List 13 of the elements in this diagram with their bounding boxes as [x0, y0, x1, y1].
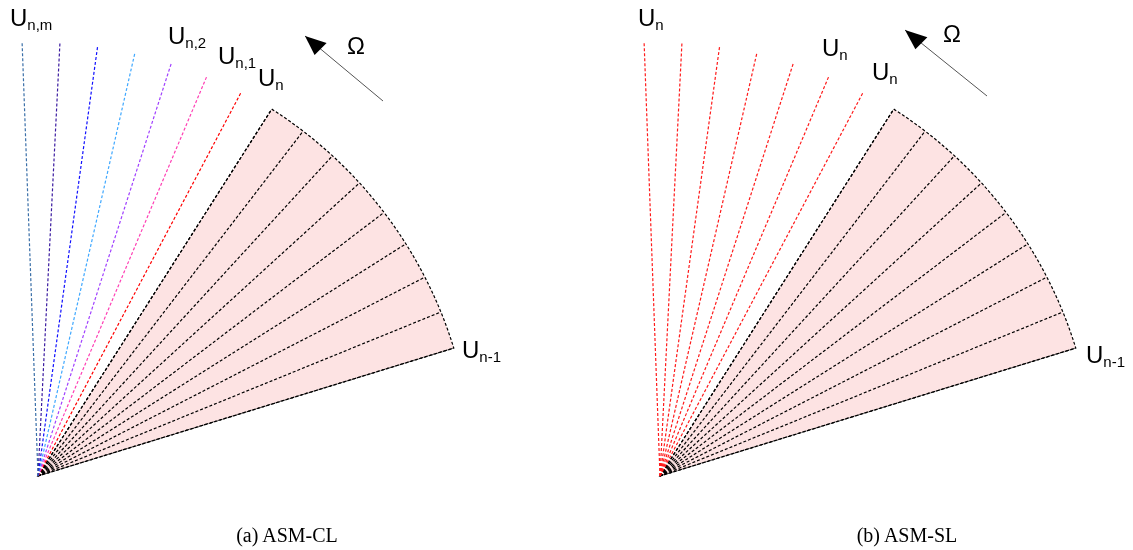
line-label: U$_{n}$	[822, 36, 848, 60]
line-label: U$_{n,2}$	[168, 24, 207, 48]
subfigure-caption: (b) ASM-SL	[855, 523, 959, 549]
line-label: Ω	[347, 34, 365, 58]
line-label: U$_{n-1}$	[1086, 343, 1126, 367]
subfigure-caption: (a) ASM-CL	[235, 523, 339, 549]
line-label: U$_{n}$	[638, 6, 664, 30]
line-label: U$_{n}$	[258, 66, 284, 90]
line-label: U$_{n,m}$	[10, 6, 53, 30]
line-label: U$_{n}$	[872, 60, 898, 84]
line-label: Ω	[943, 22, 961, 46]
line-label: U$_{n,1}$	[218, 44, 257, 68]
line-label: U$_{n-1}$	[462, 338, 502, 362]
